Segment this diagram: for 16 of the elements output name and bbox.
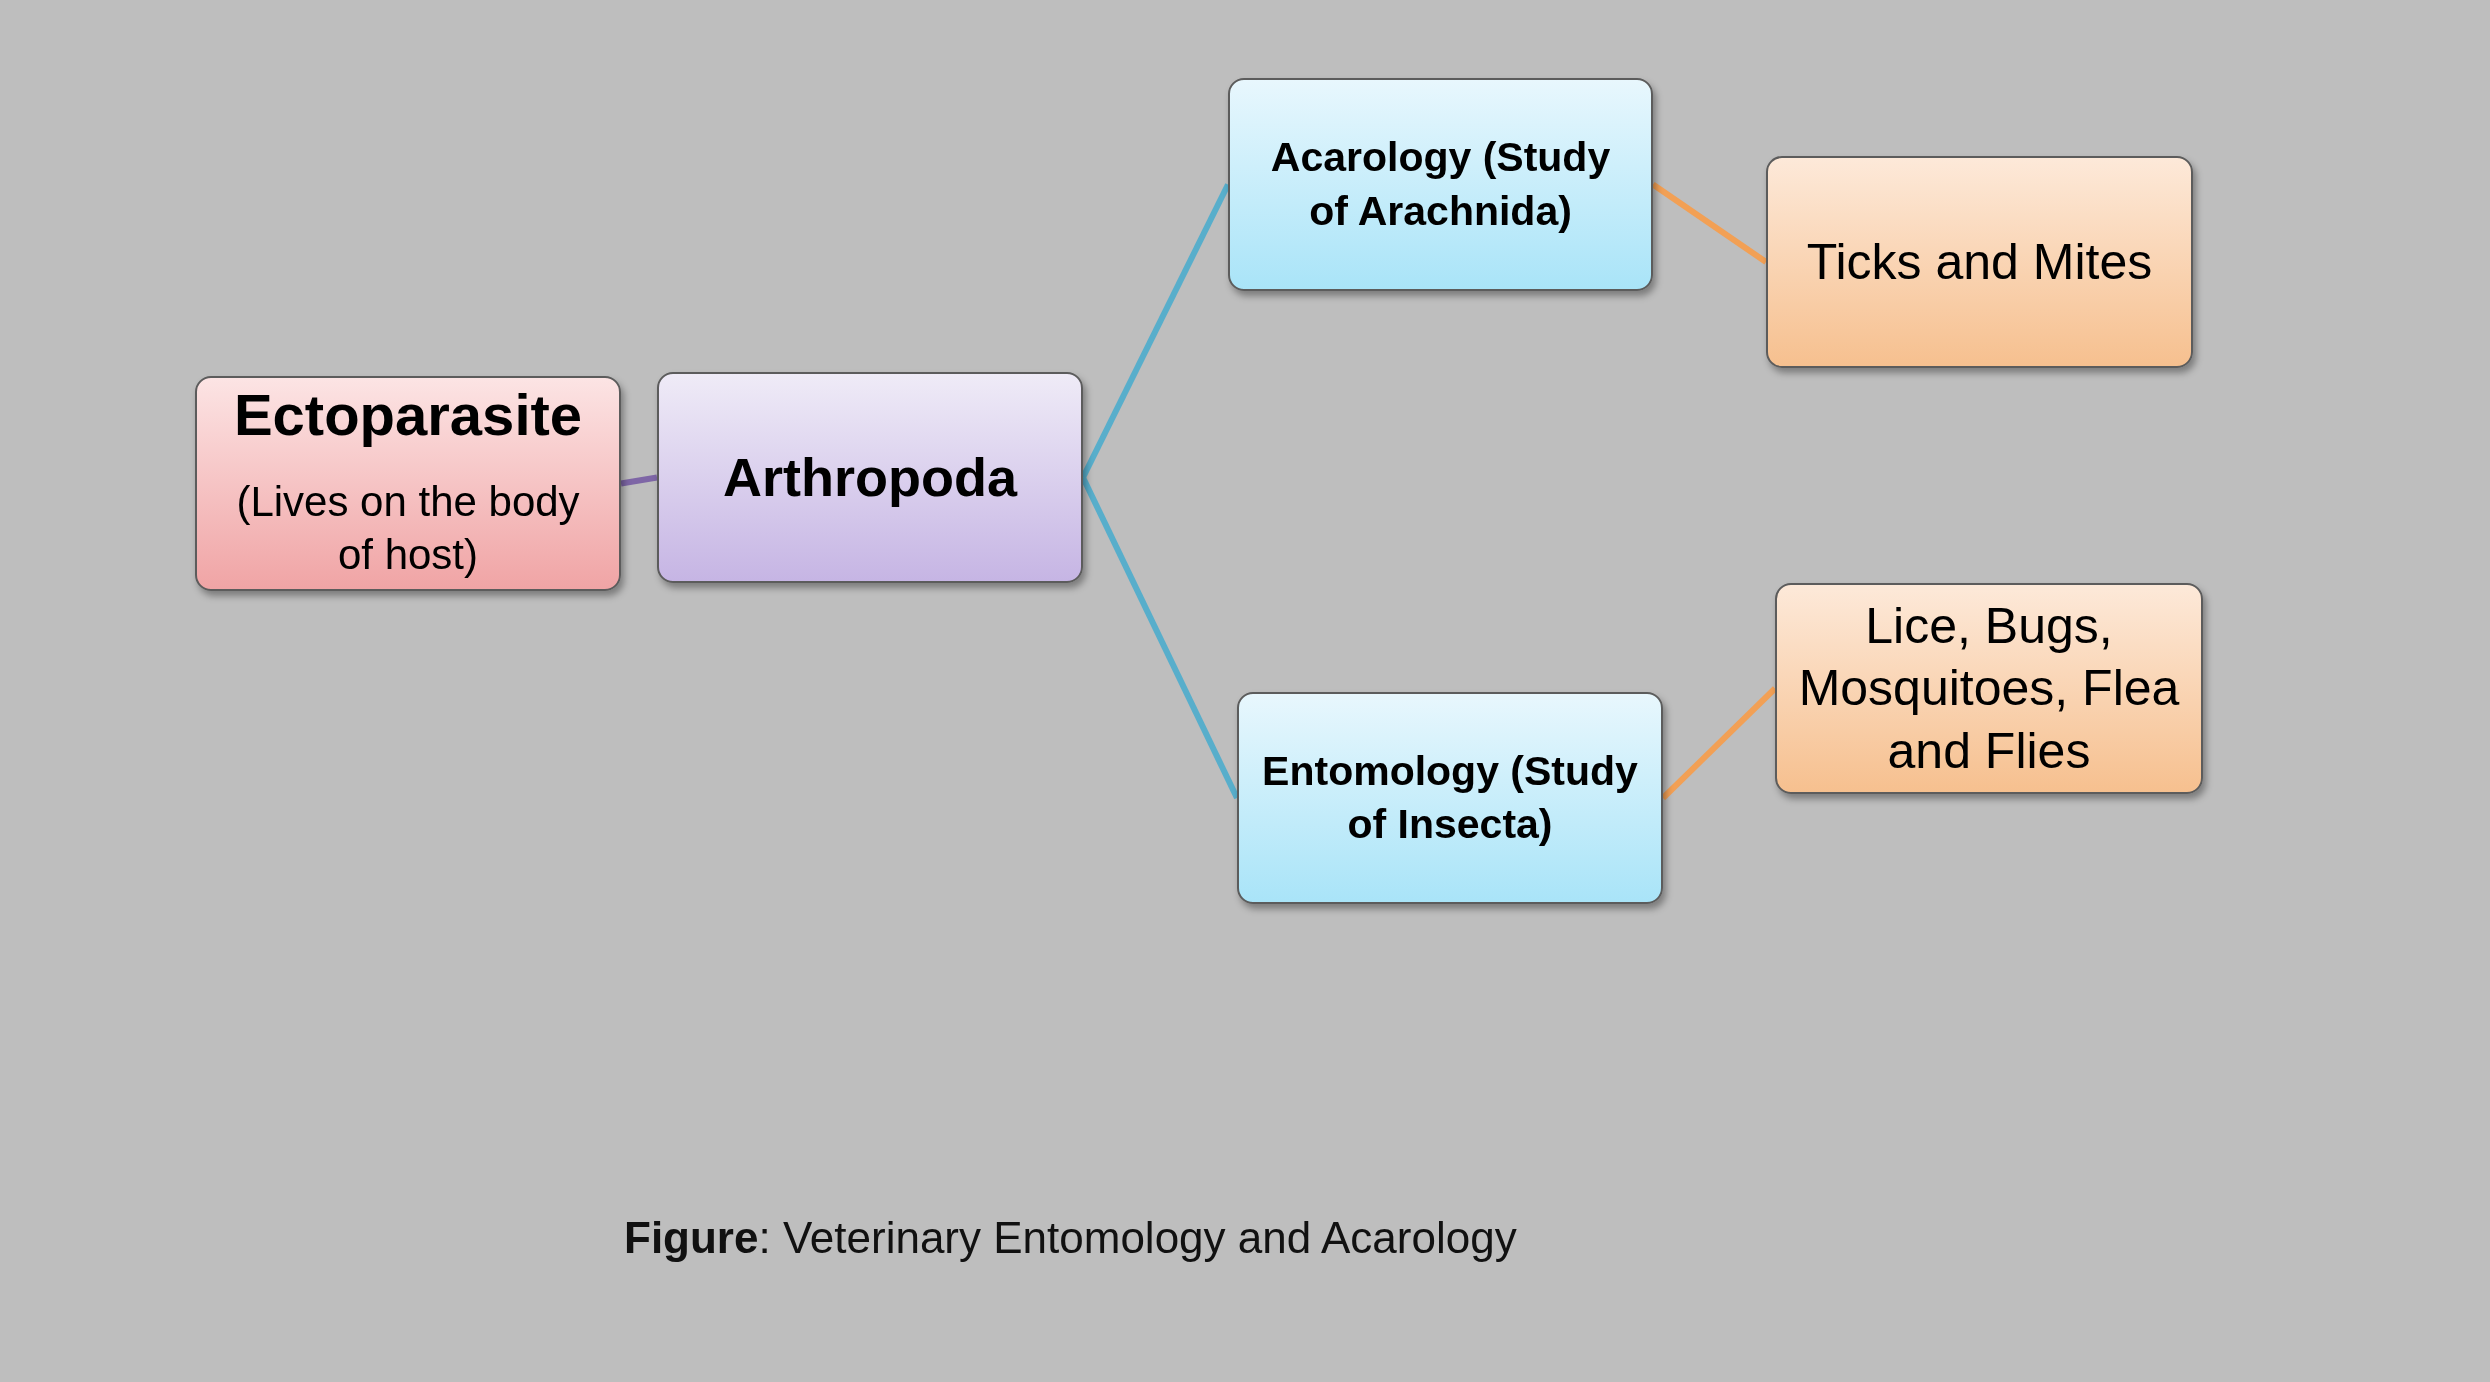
node-description: (Lives on the body of host) [235, 476, 581, 581]
rounded-box [1766, 156, 2193, 368]
figure-caption: Figure: Veterinary Entomology and Acarology [624, 1212, 1517, 1264]
rounded-box [195, 376, 621, 591]
node-heading: Ectoparasite [233, 382, 583, 449]
node-label: Arthropoda [723, 446, 1017, 510]
connector-line [620, 474, 658, 487]
node-label: Acarology (Study of Arachnida) [1269, 133, 1612, 236]
node-label: Entomology (Study of Insecta) [1261, 746, 1639, 849]
rounded-box [1228, 78, 1653, 291]
rounded-box [1237, 692, 1663, 904]
rounded-box [1775, 583, 2203, 794]
rounded-box [657, 372, 1083, 583]
node-label: Ticks and Mites [1806, 232, 2153, 292]
node-label: Lice, Bugs, Mosquitoes, Flea and Flies [1797, 596, 2181, 781]
connector-line [1651, 182, 1768, 265]
